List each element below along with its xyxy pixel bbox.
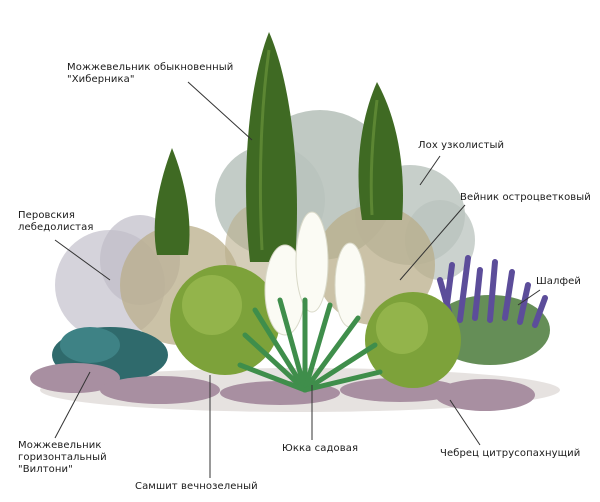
yucca-rosette [237, 297, 383, 393]
leader-calamagrostis [399, 204, 466, 281]
label-juniper-horizontal: Можжевельник горизонтальный "Вилтони" [18, 440, 107, 475]
label-salvia: Шалфей [536, 276, 582, 287]
leader-elaeagnus [419, 155, 441, 186]
yucca-flower-spikes [264, 211, 366, 336]
label-juniper-common: Можжевельник обыкновенный "Хиберника" [67, 62, 234, 85]
label-elaeagnus: Лох узколистый [418, 140, 505, 151]
leader-salvia [517, 289, 541, 306]
label-thyme: Чебрец цитрусопахнущий [440, 448, 581, 459]
leader-juniper-common [187, 81, 253, 141]
label-calamagrostis: Вейник остроцветковый [460, 192, 591, 203]
boxwood-balls [170, 265, 461, 388]
juniper-columns [154, 32, 403, 262]
label-yucca: Юкка садовая [282, 443, 359, 454]
leader-thyme [449, 399, 481, 446]
thyme-groundcover [30, 363, 535, 411]
leader-juniper-horizontal [54, 371, 91, 439]
label-boxwood: Самшит вечнозеленый [135, 481, 258, 492]
label-perovskia: Перовския лебедолистая [18, 210, 94, 233]
leader-lines [54, 81, 541, 478]
leader-perovskia [54, 239, 111, 281]
